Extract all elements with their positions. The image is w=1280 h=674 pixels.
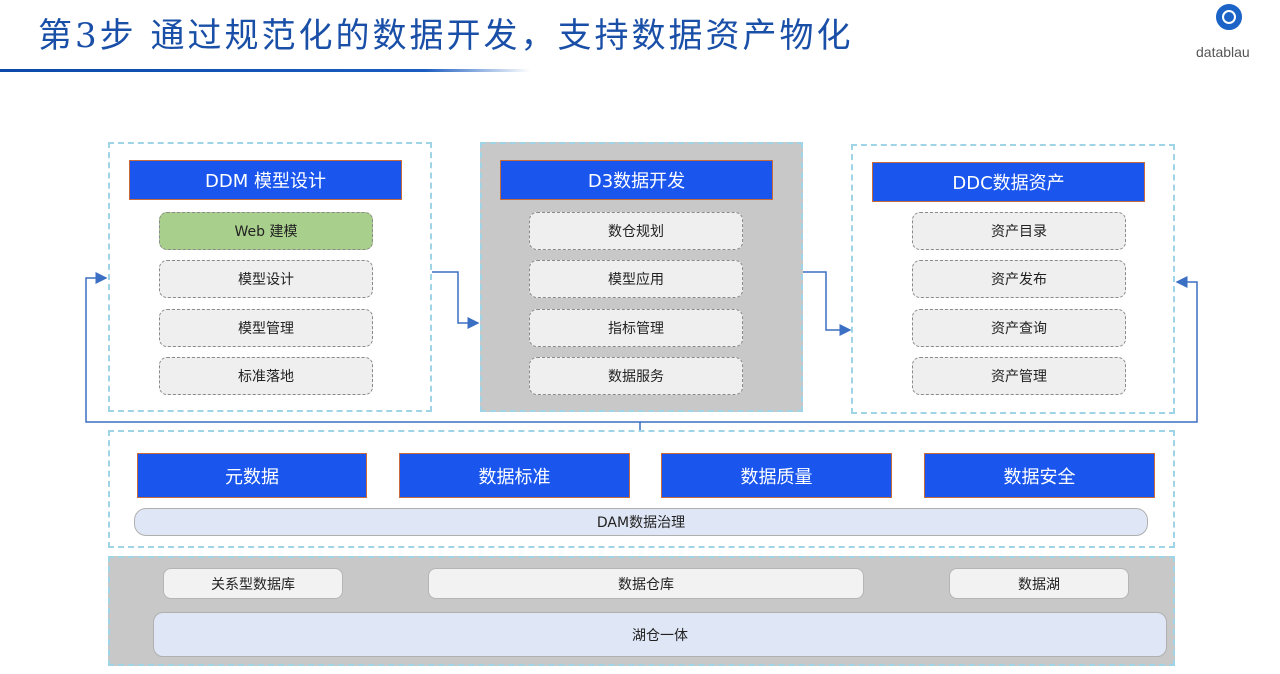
d3-item-data-service: 数据服务 [529, 357, 743, 395]
dam-module-data-quality: 数据质量 [661, 453, 892, 498]
dam-panel [108, 430, 1175, 548]
d3-item-warehouse-planning: 数仓规划 [529, 212, 743, 250]
d3-item-model-application: 模型应用 [529, 260, 743, 298]
logo-dot [1224, 12, 1234, 22]
page-title: 第3步 通过规范化的数据开发，支持数据资产物化 [38, 16, 854, 56]
ddm-item-model-design: 模型设计 [159, 260, 373, 298]
ddm-panel [108, 142, 432, 412]
dam-label: DAM数据治理 [134, 508, 1148, 536]
storage-data-lake: 数据湖 [949, 568, 1129, 599]
datablau-logo-icon [1216, 4, 1242, 30]
storage-data-warehouse: 数据仓库 [428, 568, 864, 599]
ddm-item-web-modeling: Web 建模 [159, 212, 373, 250]
ddc-item-asset-publish: 资产发布 [912, 260, 1126, 298]
dam-module-metadata: 元数据 [137, 453, 367, 498]
dam-module-data-standard: 数据标准 [399, 453, 630, 498]
title-underline [0, 69, 530, 72]
d3-title: D3数据开发 [500, 160, 773, 200]
logo-text: datablau [1196, 44, 1250, 60]
ddc-item-asset-query: 资产查询 [912, 309, 1126, 347]
ddm-title: DDM 模型设计 [129, 160, 402, 200]
ddm-item-model-management: 模型管理 [159, 309, 373, 347]
storage-lakehouse: 湖仓一体 [153, 612, 1167, 657]
storage-relational-db: 关系型数据库 [163, 568, 343, 599]
ddc-item-asset-management: 资产管理 [912, 357, 1126, 395]
dam-module-data-security: 数据安全 [924, 453, 1155, 498]
ddc-title: DDC数据资产 [872, 162, 1145, 202]
d3-item-metric-management: 指标管理 [529, 309, 743, 347]
ddm-item-standard-landing: 标准落地 [159, 357, 373, 395]
ddc-panel [851, 144, 1175, 414]
ddc-item-asset-catalog: 资产目录 [912, 212, 1126, 250]
